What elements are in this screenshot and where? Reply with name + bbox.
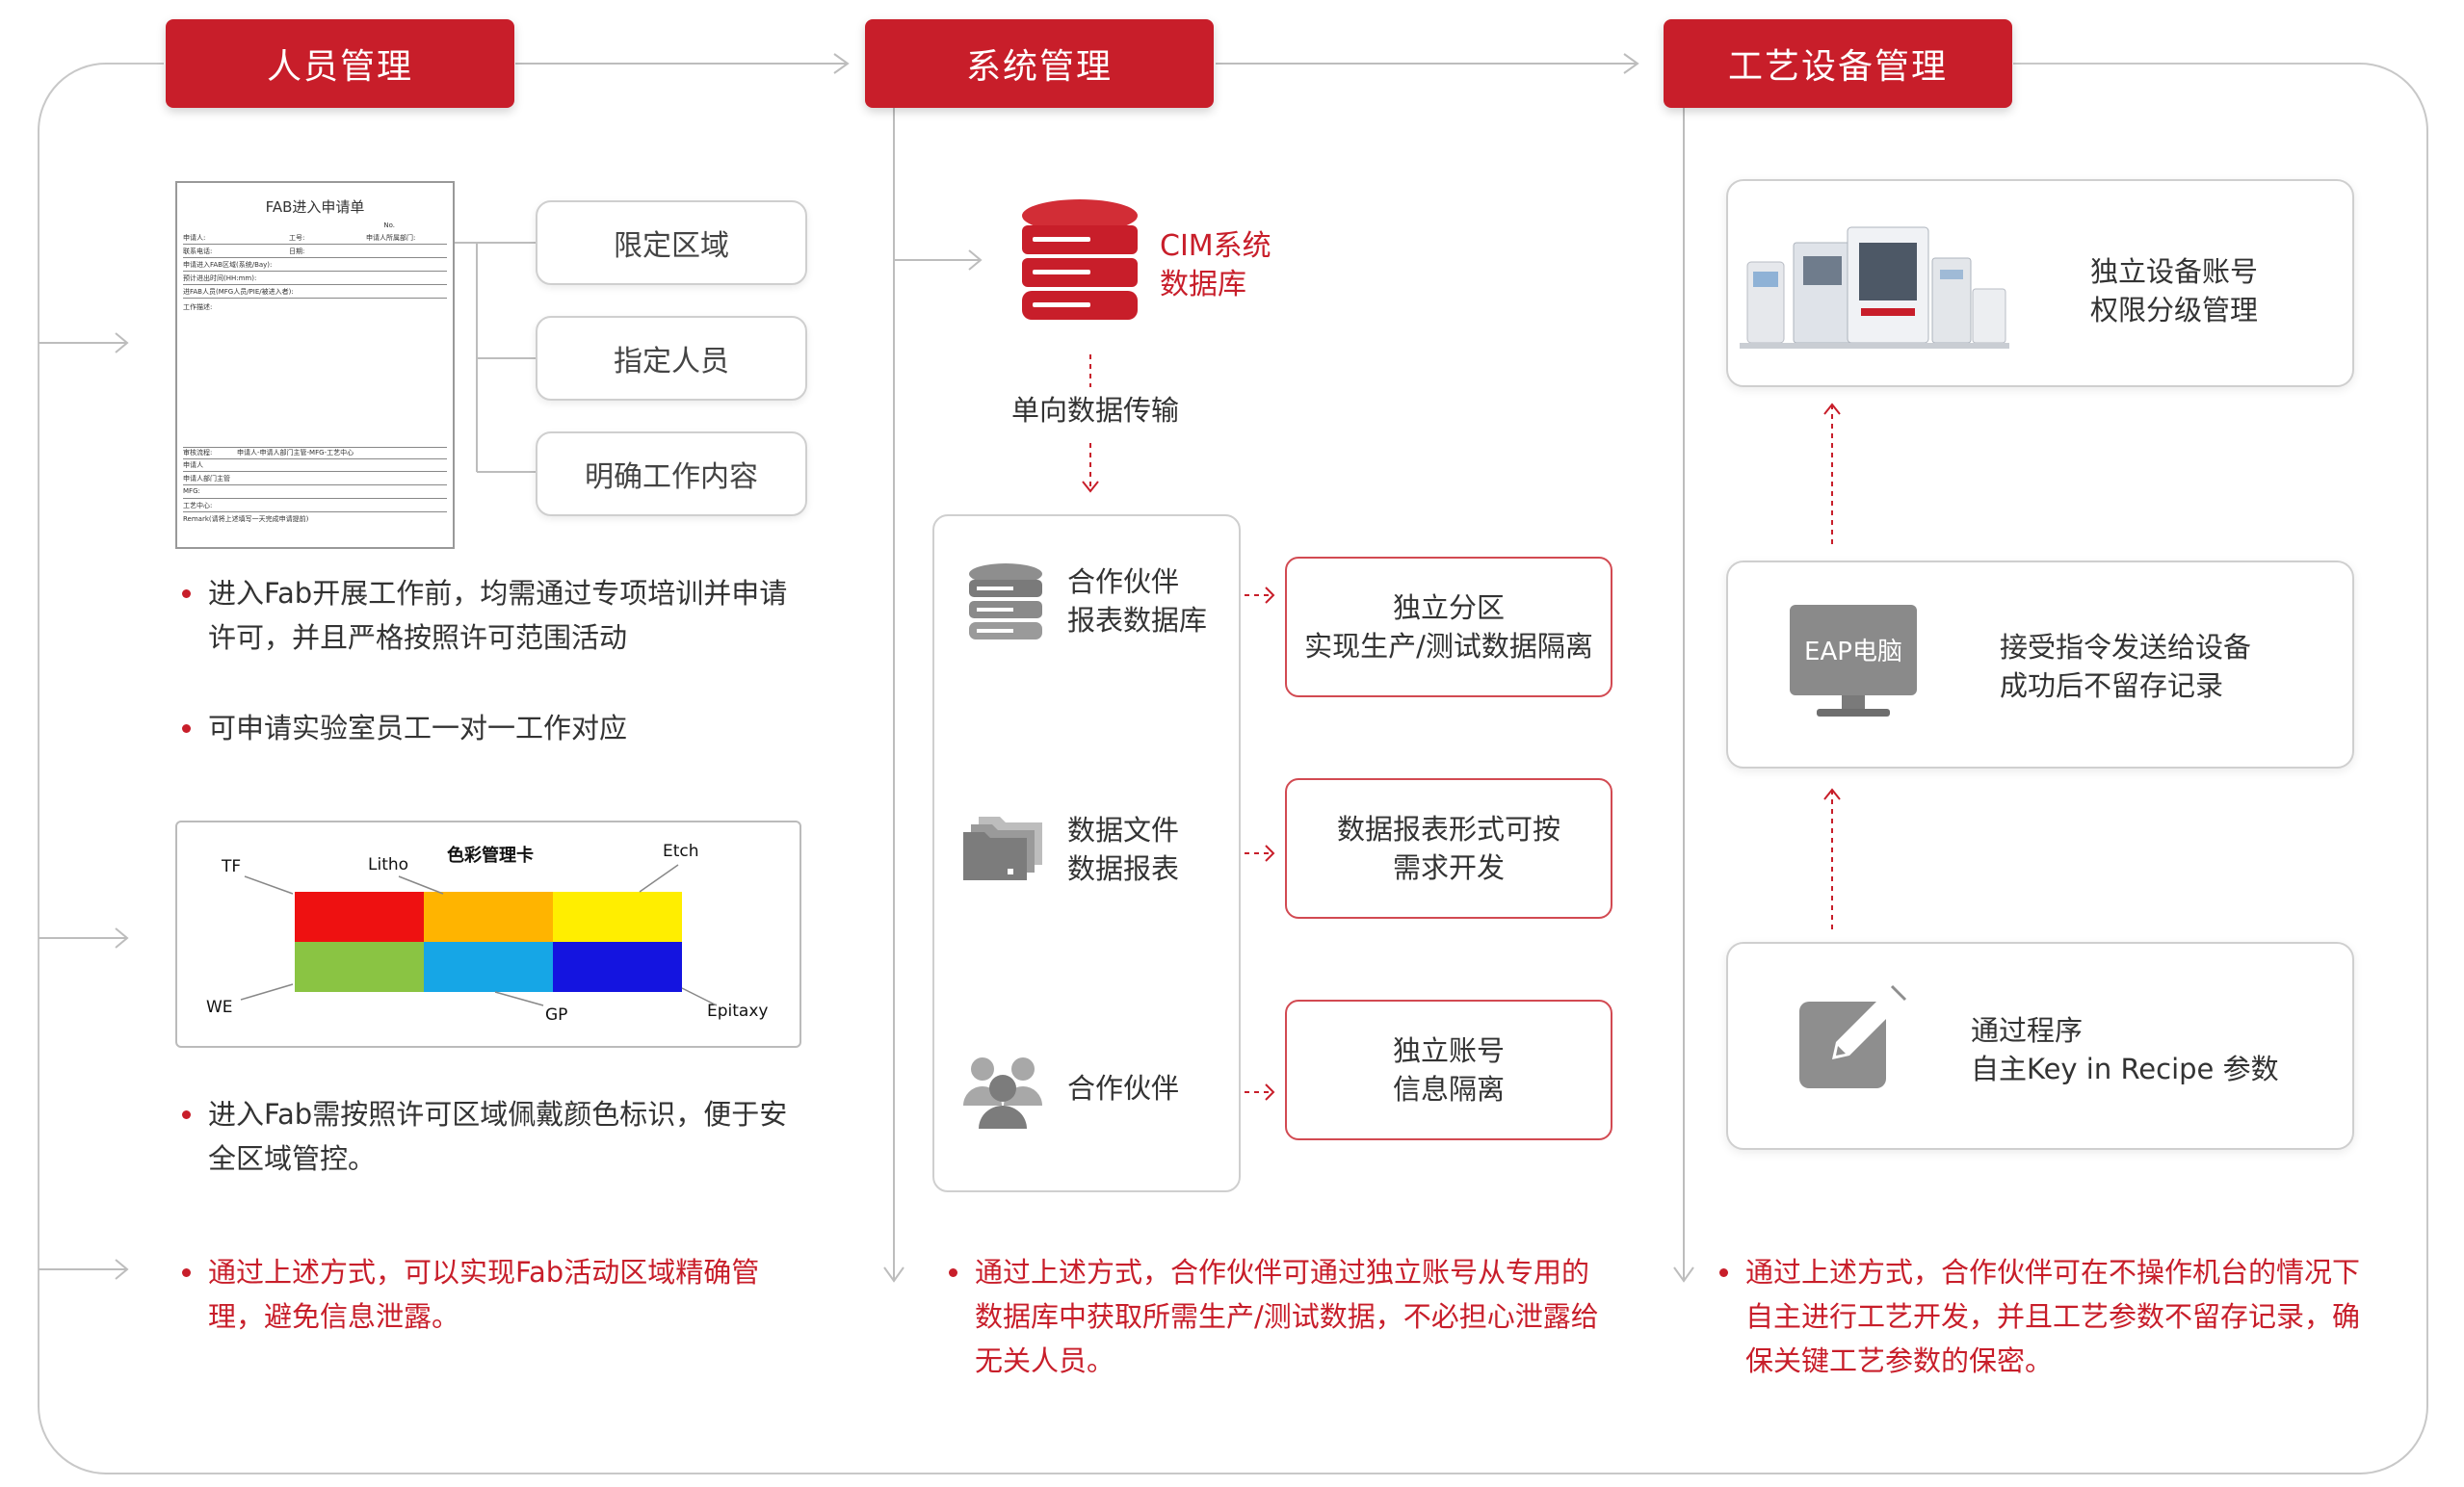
form-row: 审核流程:申请人-申请人部门主管-MFG-工艺中心 — [183, 447, 447, 459]
header-equipment: 工艺设备管理 — [1664, 19, 2012, 108]
result-report-format: 数据报表形式可按需求开发 — [1285, 778, 1612, 919]
cim-database-label: CIM系统数据库 — [1160, 229, 1271, 301]
color-label-gp: GP — [545, 1005, 568, 1025]
color-management-card: 色彩管理卡 TF Litho Etch WE GP Epitaxy — [175, 821, 801, 1048]
edit-pen-icon — [1799, 984, 1907, 1088]
summary-equipment: 通过上述方式，合作伙伴可在不操作机台的情况下自主进行工艺开发，并且工艺参数不留存… — [1719, 1250, 2362, 1383]
form-row: 申请人部门主管 — [183, 474, 447, 485]
color-swatch-red — [295, 892, 424, 942]
color-label-epitaxy: Epitaxy — [707, 1002, 769, 1021]
equipment-machine-icon — [1740, 226, 2009, 349]
eap-monitor-icon — [1790, 605, 1917, 717]
oneway-transfer-label: 单向数据传输 — [1011, 394, 1180, 427]
color-swatch-orange — [424, 892, 553, 942]
folder-icon — [963, 817, 1042, 880]
color-label-we: WE — [206, 998, 233, 1017]
color-label-tf: TF — [222, 857, 242, 876]
form-no: No. — [383, 222, 395, 229]
form-row: 联系电话:日期: — [183, 247, 447, 258]
form-row: 申请人 — [183, 460, 447, 472]
bullet-training: 进入Fab开展工作前，均需通过专项培训并申请许可，并且严格按照许可范围活动 — [182, 571, 805, 660]
form-row: 预计进出时间(HH:mm): — [183, 274, 447, 285]
color-swatch-cyan — [424, 942, 553, 992]
color-card-arrows — [240, 864, 718, 1006]
color-label-etch: Etch — [663, 842, 699, 861]
option-clear-work-content: 明确工作内容 — [536, 431, 807, 516]
color-swatch-blue — [553, 942, 682, 992]
form-row: 申请进入FAB区域(系统/Bay): — [183, 260, 447, 272]
recipe-label: 通过程序自主Key in Recipe 参数 — [1971, 1014, 2279, 1085]
form-row: 申请人:工号:申请人所属部门: — [183, 233, 447, 245]
eap-command-label: 接受指令发送给设备成功后不留存记录 — [2000, 631, 2252, 702]
result-isolated-partition: 独立分区实现生产/测试数据隔离 — [1285, 557, 1612, 697]
partner-database-icon — [969, 563, 1042, 639]
partners-icon — [963, 1057, 1042, 1129]
option-restricted-area: 限定区域 — [536, 200, 807, 285]
form-row: 工艺中心: — [183, 501, 447, 512]
partners-label: 合作伙伴 — [1067, 1072, 1180, 1105]
result-independent-account: 独立账号信息隔离 — [1285, 1000, 1612, 1140]
color-swatch-green — [295, 942, 424, 992]
form-row: MFG: — [183, 487, 447, 499]
option-designated-personnel: 指定人员 — [536, 316, 807, 401]
form-title: FAB进入申请单 — [265, 198, 365, 216]
color-swatch-yellow — [553, 892, 682, 942]
database-icon — [1022, 199, 1138, 320]
form-row: 工作描述: — [183, 303, 213, 311]
bullet-one-to-one: 可申请实验室员工一对一工作对应 — [182, 706, 805, 750]
color-label-litho: Litho — [368, 855, 409, 874]
data-files-label: 数据文件数据报表 — [1067, 814, 1180, 885]
eap-label: EAP电脑 — [1804, 638, 1902, 666]
header-system: 系统管理 — [865, 19, 1214, 108]
bullet-color-badge: 进入Fab需按照许可区域佩戴颜色标识，便于安全区域管控。 — [182, 1092, 805, 1181]
summary-system: 通过上述方式，合作伙伴可通过独立账号从专用的数据库中获取所需生产/测试数据，不必… — [949, 1250, 1601, 1383]
header-personnel: 人员管理 — [166, 19, 514, 108]
form-row: 进FAB人员(MFG人员/PIE/被进入者): — [183, 287, 447, 299]
equipment-account-label: 独立设备账号权限分级管理 — [2090, 255, 2259, 326]
summary-personnel: 通过上述方式，可以实现Fab活动区域精确管理，避免信息泄露。 — [182, 1250, 815, 1339]
color-card-title: 色彩管理卡 — [447, 846, 534, 866]
fab-application-form: FAB进入申请单 No. 申请人:工号:申请人所属部门: 联系电话:日期: 申请… — [175, 181, 455, 549]
form-row: Remark(请将上述填写一天完成申请提前) — [183, 515, 309, 523]
partner-report-db-label: 合作伙伴报表数据库 — [1067, 565, 1208, 637]
